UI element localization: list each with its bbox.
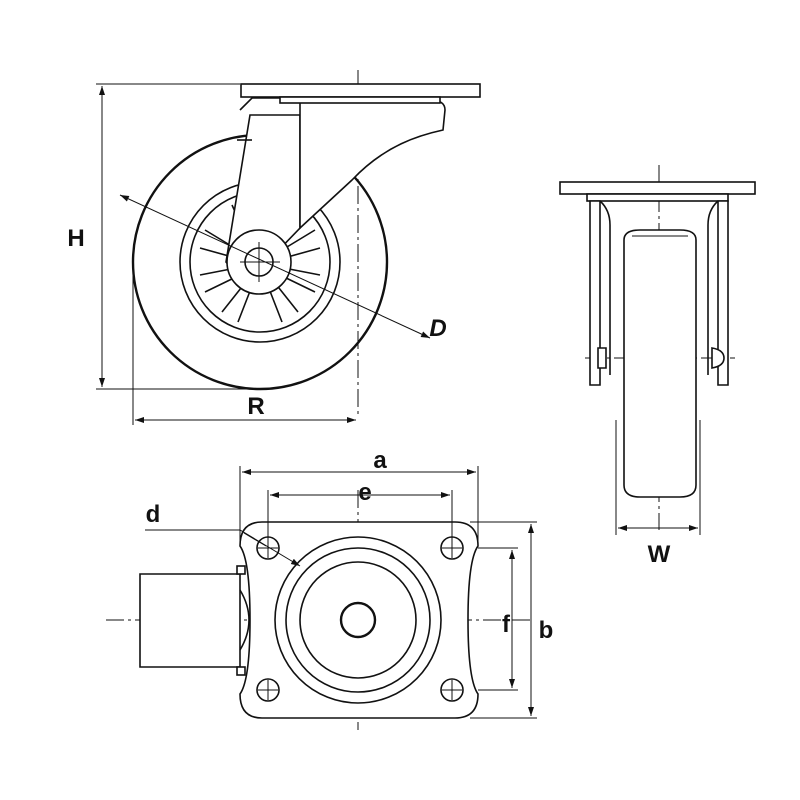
top-plate bbox=[240, 83, 481, 98]
front-fork-right-leg bbox=[717, 200, 729, 386]
label-b: b bbox=[539, 617, 554, 644]
swivel-collar bbox=[239, 97, 280, 111]
front-axle-nut-right bbox=[711, 347, 725, 369]
top-race-middle bbox=[285, 547, 431, 693]
front-fork-left-leg bbox=[589, 200, 601, 386]
top-view: a e d f b bbox=[106, 447, 553, 730]
label-D: D bbox=[429, 315, 446, 342]
bolt-hole bbox=[440, 678, 464, 702]
top-fork-tab-top bbox=[236, 565, 246, 575]
front-axle-nut-left bbox=[597, 347, 607, 369]
label-a: a bbox=[373, 447, 387, 474]
label-R: R bbox=[247, 393, 264, 420]
label-W: W bbox=[648, 541, 671, 568]
top-wheel-curve bbox=[239, 589, 250, 651]
front-view: W bbox=[559, 165, 756, 568]
top-fork-tab-bottom bbox=[236, 666, 246, 676]
label-H: H bbox=[67, 225, 84, 252]
label-d: d bbox=[146, 501, 161, 528]
top-kingpin-hole bbox=[339, 601, 377, 639]
plate-bearing bbox=[279, 96, 441, 104]
fork-bracket bbox=[299, 99, 446, 230]
front-plate-bearing bbox=[586, 193, 729, 202]
label-e: e bbox=[358, 479, 371, 506]
dim-d-leader bbox=[145, 529, 301, 567]
label-f: f bbox=[502, 611, 511, 638]
front-tire bbox=[623, 229, 697, 498]
front-fork-left-inner bbox=[599, 200, 611, 375]
bolt-hole bbox=[256, 678, 280, 702]
dim-d-leader-tip bbox=[243, 532, 267, 547]
top-race-outer bbox=[274, 536, 442, 704]
side-view: H R D bbox=[67, 70, 481, 425]
top-race-inner bbox=[299, 561, 417, 679]
top-wheel-projection bbox=[139, 573, 241, 668]
dimension-D-line bbox=[119, 194, 431, 339]
top-mounting-plate bbox=[239, 521, 479, 719]
front-fork-right-inner bbox=[707, 200, 719, 375]
front-top-plate bbox=[559, 181, 756, 195]
